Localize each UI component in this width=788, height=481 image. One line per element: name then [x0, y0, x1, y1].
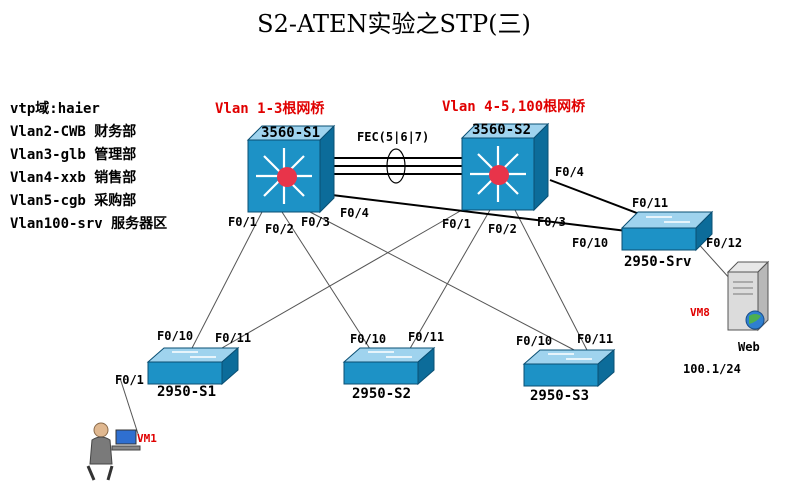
- core-switch-s2[interactable]: [460, 122, 550, 212]
- access-switch-s1[interactable]: [146, 346, 240, 386]
- port-core2-f04: F0/4: [555, 165, 584, 179]
- link-core1-acc1: [189, 211, 263, 353]
- link-core1-acc2: [281, 211, 373, 353]
- port-acc1-f010: F0/10: [157, 329, 194, 343]
- server-switch-arrows-icon: [646, 216, 690, 223]
- port-acc1-f011: F0/11: [215, 331, 252, 345]
- access-switch-s2[interactable]: [342, 346, 436, 386]
- link-core2-acc3: [514, 209, 589, 353]
- port-acc2-f010: F0/10: [350, 332, 387, 346]
- port-srv-f010: F0/10: [572, 236, 609, 250]
- core-switch-s1-label: 3560-S1: [261, 125, 321, 141]
- access-switch-s2-arrows-icon: [368, 351, 412, 358]
- legend-vtp-domain: vtp域:haier: [10, 101, 100, 117]
- access-switch-s3-label: 2950-S3: [530, 388, 590, 404]
- port-acc3-f011: F0/11: [577, 332, 614, 346]
- page-title: S2-ATEN实验之STP(三): [257, 10, 531, 38]
- access-switch-s2-label: 2950-S2: [352, 386, 412, 402]
- link-acc1-vm1: [119, 377, 141, 441]
- trunk-group: [331, 148, 651, 233]
- port-core2-f01: F0/1: [442, 217, 471, 231]
- core-switch-s1[interactable]: [246, 124, 336, 214]
- fec-bundle-ring: [386, 148, 406, 184]
- access-switch-s3-arrows-icon: [548, 353, 592, 360]
- port-acc3-f010: F0/10: [516, 334, 553, 348]
- port-core1-f02: F0/2: [265, 222, 294, 236]
- root-bridge-label-s1: Vlan 1-3根网桥: [215, 101, 325, 117]
- port-core1-f01: F0/1: [228, 215, 257, 229]
- fec-label: FEC(5|6|7): [357, 130, 430, 144]
- vm1-label: VM1: [137, 432, 157, 445]
- root-dot-icon: [489, 165, 509, 185]
- access-switch-s1-label: 2950-S1: [157, 384, 217, 400]
- web-server-ip: 100.1/24: [683, 362, 741, 376]
- port-core1-f04: F0/4: [340, 206, 369, 220]
- port-core2-f02: F0/2: [488, 222, 517, 236]
- link-core2-acc1: [214, 209, 463, 353]
- root-dot-icon: [277, 167, 297, 187]
- link-core2-srv: [549, 179, 651, 219]
- legend-vlan4: Vlan4-xxb 销售部: [10, 170, 137, 186]
- legend-vlan5: Vlan5-cgb 采购部: [10, 193, 137, 209]
- port-srv-f012: F0/12: [706, 236, 743, 250]
- port-acc1-f01: F0/1: [115, 373, 144, 387]
- link-core1-srv: [331, 194, 636, 233]
- port-core1-f03: F0/3: [301, 215, 330, 229]
- access-switch-s3[interactable]: [522, 348, 616, 388]
- user-workstation-icon[interactable]: [86, 422, 141, 481]
- vm8-label: VM8: [690, 306, 710, 319]
- link-core1-acc3: [309, 211, 579, 353]
- link-group: [119, 209, 741, 441]
- web-server-icon[interactable]: [726, 260, 770, 332]
- legend-vlan3: Vlan3-glb 管理部: [10, 147, 137, 163]
- server-switch[interactable]: [620, 210, 714, 252]
- legend-vlan2: Vlan2-CWB 财务部: [10, 124, 137, 140]
- legend-vlan100: Vlan100-srv 服务器区: [10, 216, 168, 232]
- root-bridge-label-s2: Vlan 4-5,100根网桥: [442, 99, 586, 115]
- port-srv-f011: F0/11: [632, 196, 669, 210]
- access-switch-s1-arrows-icon: [172, 351, 216, 358]
- port-acc2-f011: F0/11: [408, 330, 445, 344]
- web-server-label: Web: [738, 340, 760, 354]
- vlan-legend: vtp域:haier Vlan2-CWB 财务部 Vlan3-glb 管理部 V…: [10, 98, 167, 236]
- port-core2-f03: F0/3: [537, 215, 566, 229]
- link-core2-acc2: [407, 209, 491, 353]
- server-switch-label: 2950-Srv: [624, 254, 692, 270]
- core-switch-s2-label: 3560-S2: [472, 122, 532, 138]
